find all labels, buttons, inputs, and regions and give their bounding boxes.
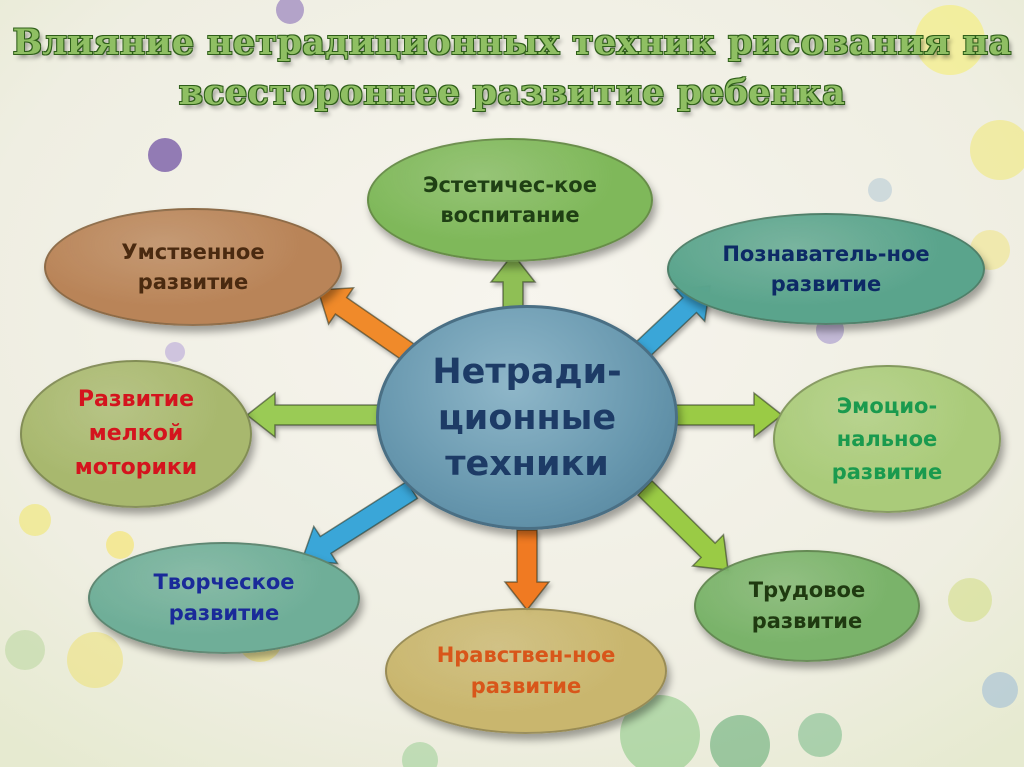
node-emotional: Эмоцио- нальное развитие: [773, 365, 1001, 513]
node-mental-label: Умственное развитие: [121, 240, 265, 294]
decor-splash: [276, 0, 304, 24]
center-node: Нетради- ционные техники: [376, 305, 678, 530]
decor-splash: [19, 504, 51, 536]
node-cognitive: Познаватель-ное развитие: [667, 213, 985, 325]
decor-splash: [915, 5, 985, 75]
node-labor-label: Трудовое развитие: [748, 578, 866, 633]
arrow-mental: [316, 286, 415, 362]
decor-splash: [868, 178, 892, 202]
decor-splash: [67, 632, 123, 688]
decor-splash: [148, 138, 182, 172]
node-fine-motor: Развитие мелкой моторики: [20, 360, 252, 508]
page-title: Влияние нетрадиционных техник рисования …: [0, 18, 1024, 118]
node-aesthetic-label: Эстетичес-кое воспитание: [423, 173, 597, 227]
decor-splash: [165, 342, 185, 362]
node-moral: Нравствен-ное развитие: [385, 608, 667, 734]
decor-splash: [106, 531, 134, 559]
node-aesthetic: Эстетичес-кое воспитание: [367, 138, 653, 262]
decor-splash: [798, 713, 842, 757]
center-node-label: Нетради- ционные техники: [432, 351, 622, 484]
title-line-1: Влияние нетрадиционных техник рисования …: [12, 22, 1012, 63]
decor-splash: [948, 578, 992, 622]
node-creative-label: Творческое развитие: [153, 570, 295, 625]
decor-splash: [710, 715, 770, 767]
decor-splash: [982, 672, 1018, 708]
arrow-emotional: [675, 391, 784, 439]
decor-splash: [970, 120, 1024, 180]
node-fine-motor-label: Развитие мелкой моторики: [74, 387, 198, 480]
decor-splash: [620, 695, 700, 767]
node-creative: Творческое развитие: [88, 542, 360, 654]
decor-splash: [402, 742, 438, 767]
arrow-labor: [636, 479, 729, 571]
arrow-moral: [503, 529, 551, 612]
node-labor: Трудовое развитие: [694, 550, 920, 662]
node-moral-label: Нравствен-ное развитие: [436, 643, 616, 698]
node-mental: Умственное развитие: [44, 208, 342, 326]
node-cognitive-label: Познаватель-ное развитие: [722, 242, 930, 296]
title-line-2: всестороннее развитие ребенка: [178, 72, 846, 113]
arrow-fine-motor: [245, 391, 381, 439]
decor-splash: [5, 630, 45, 670]
node-emotional-label: Эмоцио- нальное развитие: [831, 393, 943, 484]
